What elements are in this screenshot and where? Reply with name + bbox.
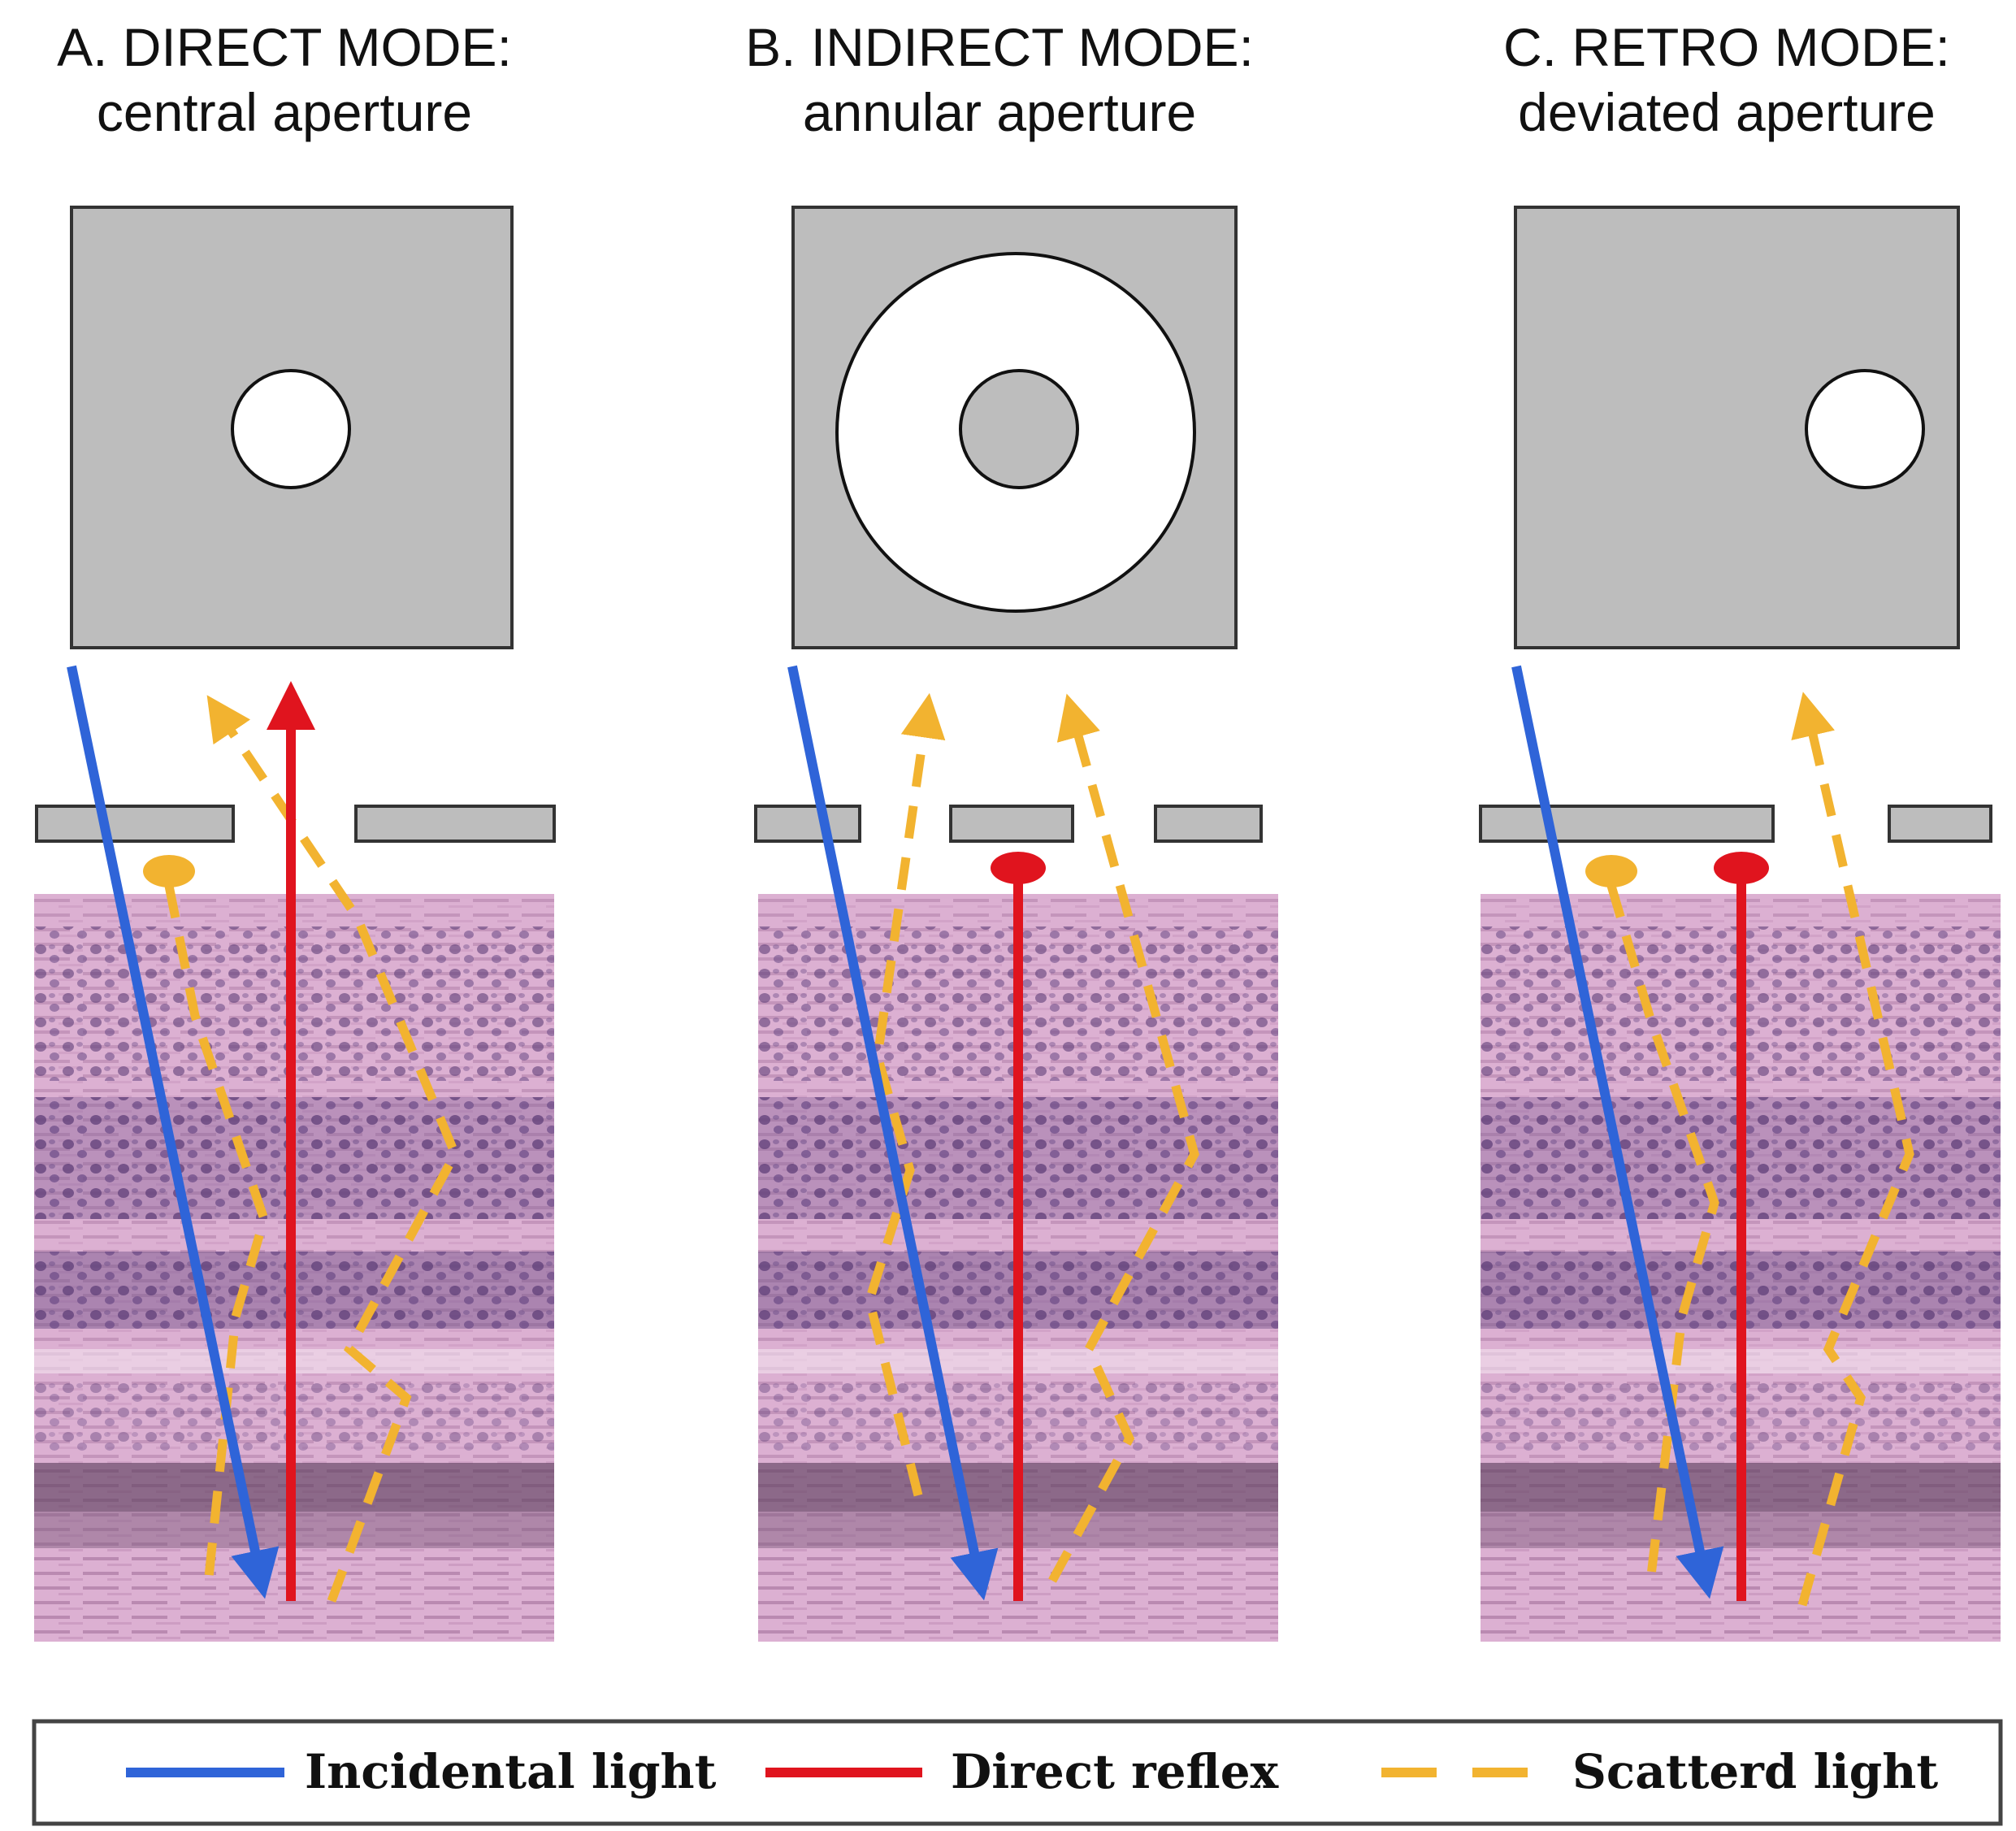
- panel-b-title-line2: annular aperture: [802, 82, 1197, 142]
- panel-b-incidental-light: [787, 665, 999, 1601]
- legend: Incidental light Direct reflex Scatterd …: [32, 1719, 2003, 1826]
- panel-a-scatter-origin: [143, 855, 195, 887]
- panel-b-annular-stop: [959, 369, 1079, 489]
- panel-b-slit-left: [754, 805, 861, 843]
- panel-b-scattered-light-right: [1048, 693, 1199, 1583]
- panel-b-title-line1: B. INDIRECT MODE:: [745, 17, 1254, 77]
- legend-incidental-label: Incidental light: [305, 1744, 717, 1799]
- panel-a-slit-right: [354, 805, 556, 843]
- panel-c: [1479, 206, 2001, 1642]
- panel-a-title: A. DIRECT MODE: central aperture: [0, 15, 593, 145]
- panel-a-central-aperture: [231, 369, 351, 489]
- panel-c-title: C. RETRO MODE: deviated aperture: [1418, 15, 2016, 145]
- panel-a-title-line1: A. DIRECT MODE:: [57, 17, 512, 77]
- panel-c-title-line1: C. RETRO MODE:: [1502, 17, 1950, 77]
- panel-b-slit-center: [949, 805, 1074, 843]
- panel-c-reflex-origin: [1714, 852, 1769, 884]
- panel-c-slit-left: [1479, 805, 1775, 843]
- panel-a-incidental-light: [67, 665, 280, 1599]
- panel-c-scattered-light-right: [1791, 692, 1914, 1607]
- panel-a-slit-left: [35, 805, 235, 843]
- panel-c-title-line2: deviated aperture: [1518, 82, 1936, 142]
- panel-b-reflex-origin: [991, 852, 1046, 884]
- panel-b-slit-right: [1154, 805, 1263, 843]
- panel-a-scattered-light-right: [206, 695, 461, 1603]
- panel-a-title-line2: central aperture: [96, 82, 473, 142]
- panel-b: [754, 206, 1278, 1642]
- panel-c-deviated-aperture: [1805, 369, 1925, 489]
- panel-b-title: B. INDIRECT MODE: annular aperture: [691, 15, 1308, 145]
- panel-c-scatter-origin: [1585, 855, 1637, 887]
- legend-scattered-label: Scatterd light: [1572, 1744, 1938, 1799]
- panel-a: [34, 206, 556, 1642]
- legend-box: [32, 1719, 2003, 1826]
- panel-b-scattered-light-left: [865, 692, 946, 1497]
- legend-direct-label: Direct reflex: [951, 1744, 1279, 1799]
- panel-c-slit-right: [1888, 805, 1992, 843]
- panel-c-incidental-light: [1511, 665, 1724, 1599]
